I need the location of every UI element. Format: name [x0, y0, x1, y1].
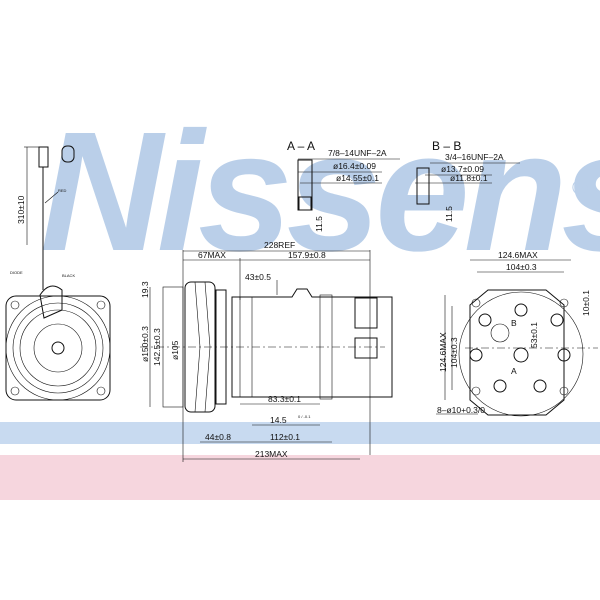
dimension-label: 43±0.5	[245, 272, 271, 282]
dimension-label: A	[511, 366, 517, 376]
drawing-line	[471, 386, 481, 396]
dimension-label: ø16.4±0.09	[333, 161, 376, 171]
drawing-line	[44, 191, 59, 204]
drawing-line	[96, 386, 106, 396]
front-view: 310±10 RED DIODE BLACK	[5, 145, 111, 401]
drawing-line	[96, 300, 106, 310]
drawing-line	[490, 323, 510, 343]
drawing-line	[51, 341, 65, 355]
drawing-line	[10, 386, 20, 396]
dimension-label: 11.5	[444, 206, 454, 222]
section-a-a: A – A 7/8–14UNF–2A ø16.4±0.09 ø14.55±0.1…	[287, 139, 400, 232]
dimension-label: ø13.7±0.09	[441, 164, 484, 174]
dimension-label: Nissens	[40, 97, 600, 287]
drawing-line	[5, 295, 111, 401]
dimension-label: BLACK	[62, 273, 75, 278]
dimension-label: 44±0.8	[205, 432, 231, 442]
drawing-line	[354, 337, 378, 359]
section-b-b: B – B 3/4–16UNF–2A ø13.7±0.09 ø11.8±0.1 …	[415, 139, 520, 222]
watermark-logo: Nissens ®	[40, 97, 600, 287]
dimension-label: ø105	[170, 340, 180, 360]
dimension-label: A – A	[287, 139, 315, 153]
drawing-line	[559, 386, 569, 396]
rear-view: 124.6MAX 104±0.3 B A 124.6MAX 104±0.3 53…	[436, 250, 598, 417]
dimension-label: 19.3	[140, 281, 150, 298]
dimension-label: 83.3±0.1	[268, 394, 301, 404]
dimension-label: ø11.8±0.1	[450, 173, 488, 183]
dimension-label: 142.5±0.3	[152, 328, 162, 366]
drawing-line	[298, 196, 312, 211]
dimension-label: 157.9±0.8	[288, 250, 326, 260]
drawing-line	[458, 291, 584, 417]
drawing-line	[469, 289, 565, 416]
dimension-label: ®	[572, 175, 588, 200]
drawing-line	[10, 300, 20, 310]
dimension-label: 53±0.1	[529, 322, 539, 348]
drawing-line	[557, 348, 571, 362]
drawing-line	[559, 298, 569, 308]
dimension-label: B	[511, 318, 517, 328]
drawing-line	[478, 313, 492, 327]
dimension-label: B – B	[432, 139, 461, 153]
drawing-line	[533, 379, 547, 393]
dimension-label: 0 / -0.1	[298, 414, 311, 419]
drawing-line	[513, 347, 529, 363]
dimension-label: 104±0.3	[506, 262, 537, 272]
dimension-label: 124.6MAX	[438, 332, 448, 372]
dimension-label: 14.5	[270, 415, 287, 425]
drawing-line	[354, 297, 378, 329]
drawing-line	[12, 302, 104, 394]
watermark-band-pink	[0, 455, 600, 500]
dimension-label: 104±0.3	[449, 337, 459, 368]
dimension-label: 10±0.1	[581, 290, 591, 316]
dimension-label: ø14.55±0.1	[336, 173, 379, 183]
dimension-label: 7/8–14UNF–2A	[328, 148, 387, 158]
side-view: 228REF 67MAX 157.9±0.8 43±0.5 ø150±0.3 1…	[140, 240, 393, 462]
drawing-line	[231, 288, 393, 398]
dimension-label: 310±10	[16, 195, 26, 224]
drawing-line	[416, 167, 430, 205]
drawing-line	[493, 379, 507, 393]
dimension-label: 3/4–16UNF–2A	[445, 152, 504, 162]
dimension-label: RED	[58, 188, 67, 193]
dimension-label: 112±0.1	[270, 432, 300, 442]
drawing-line	[469, 348, 483, 362]
connector-icon	[61, 145, 75, 163]
dimension-label: 228REF	[264, 240, 295, 250]
dimension-label: 8–ø10+0.3/0	[437, 405, 485, 415]
drawing-line	[33, 323, 83, 373]
dimension-label: DIODE	[10, 270, 23, 275]
watermark-band-blue	[0, 422, 600, 444]
drawing-line	[550, 313, 564, 327]
dimension-label: 11.5	[314, 216, 324, 232]
drawing-line	[39, 285, 63, 319]
dimension-label: 213MAX	[255, 449, 288, 459]
dimension-label: ø150±0.3	[140, 326, 150, 362]
drawing-line	[471, 298, 481, 308]
drawing-line	[514, 303, 528, 317]
drawing-line	[19, 309, 97, 387]
dimension-label: 67MAX	[198, 250, 226, 260]
dimension-label: 124.6MAX	[498, 250, 538, 260]
